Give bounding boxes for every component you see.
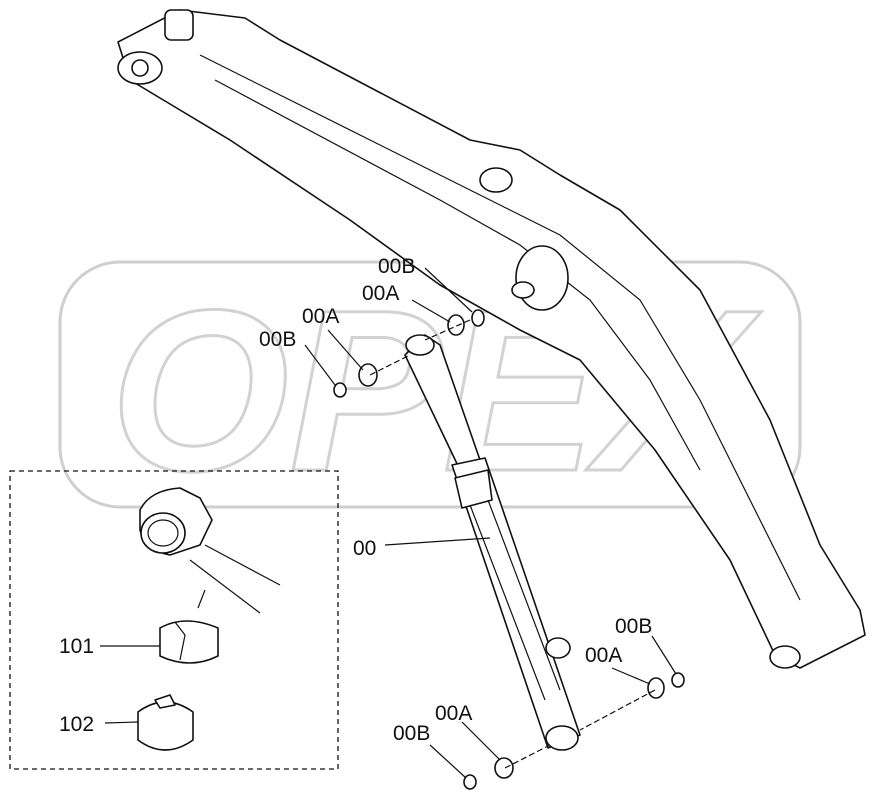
boom-edge — [214, 79, 701, 471]
leader-00b-right — [651, 635, 677, 675]
leader-00a-right — [611, 667, 651, 685]
label-00b-bottom: 00B — [393, 722, 430, 745]
seal-00b-right — [671, 672, 685, 688]
leader-00a-upper — [411, 299, 451, 323]
bushing-00a-bottom — [494, 757, 514, 779]
boom-top-pin — [769, 645, 801, 669]
leader-00b-bottom — [429, 744, 467, 779]
leader-00a-left — [327, 329, 364, 371]
label-00a-right: 00A — [585, 644, 622, 667]
bushing-101-split — [174, 621, 186, 661]
boom-cylinder-pin — [511, 281, 535, 299]
boom-ridge — [199, 54, 801, 601]
detail-pointer — [197, 589, 206, 609]
detail-eye-outer — [140, 512, 186, 554]
center-line-top — [369, 319, 471, 376]
bushing-101 — [159, 620, 219, 664]
boom-cylinder-boss — [515, 245, 569, 311]
bushing-00a-right — [647, 677, 665, 699]
ring-102 — [137, 701, 194, 751]
cylinder-bottom-boss — [545, 725, 579, 751]
label-00a-upper: 00A — [362, 282, 399, 305]
ring-102-tab — [154, 694, 176, 709]
leader-00b-left — [304, 344, 336, 386]
leader-00a-bottom — [461, 721, 501, 761]
bushing-00a-left — [358, 363, 378, 387]
seal-00b-top — [471, 309, 485, 327]
boom-body — [117, 9, 866, 669]
label-00b-upper: 00B — [378, 255, 415, 278]
label-101: 101 — [59, 635, 94, 658]
arm-cylinder-bracket — [479, 167, 513, 193]
leader-102 — [104, 721, 139, 724]
seal-00b-bottom — [463, 774, 477, 790]
detail-rod — [189, 544, 281, 614]
cylinder-assembly — [404, 334, 581, 751]
cylinder-tube — [451, 457, 581, 749]
small-parts — [333, 309, 685, 790]
leader-00b-upper — [424, 267, 473, 313]
seal-00b-left — [333, 382, 347, 398]
leader-lines — [304, 267, 677, 779]
rod-eye-boss — [405, 334, 435, 356]
boom-foot-pin-head — [164, 9, 194, 41]
boom-arm — [117, 9, 866, 669]
label-00a-left: 00A — [302, 305, 339, 328]
part-labels: 00B 00A 00A 00B 00 00B 00A 00A 00B — [259, 255, 652, 745]
label-102: 102 — [59, 713, 94, 736]
detail-eye-inner — [147, 519, 179, 547]
leader-00 — [384, 537, 491, 546]
bushing-00a-top — [447, 314, 465, 336]
label-00: 00 — [353, 537, 376, 560]
cylinder-port — [545, 637, 571, 659]
label-00b-left: 00B — [259, 328, 296, 351]
boom-foot-pin — [131, 59, 149, 77]
detail-inset: 101 102 — [9, 470, 339, 770]
detail-frame — [9, 470, 339, 770]
label-00a-bottom: 00A — [435, 702, 472, 725]
cylinder-head — [454, 469, 493, 509]
cylinder-pipes — [469, 499, 561, 701]
label-00b-right: 00B — [615, 615, 652, 638]
center-line-bottom — [504, 689, 656, 769]
